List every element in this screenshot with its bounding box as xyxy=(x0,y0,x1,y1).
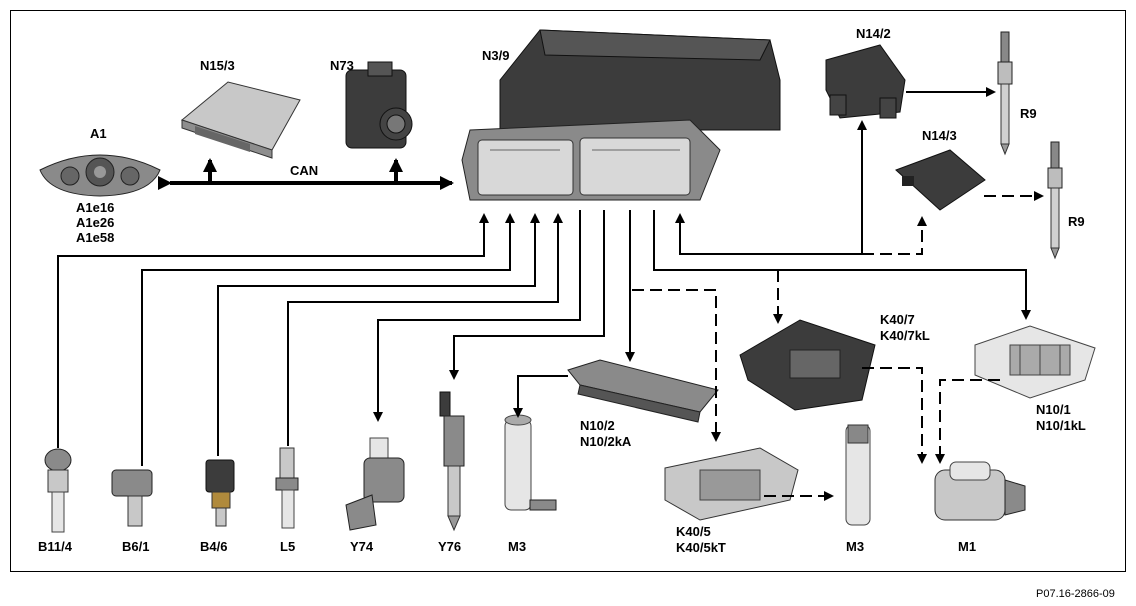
label-m1: M1 xyxy=(958,539,976,554)
sensor-l5 xyxy=(275,447,299,529)
module-n15-3 xyxy=(180,81,301,159)
wire-b6-1 xyxy=(141,213,515,466)
label-k40-7: K40/7 xyxy=(880,312,915,327)
label-a1-variant: A1e16 xyxy=(76,200,114,215)
valve-y74 xyxy=(345,437,405,531)
sam-module-n10-1 xyxy=(974,325,1096,399)
sensor-b6-1 xyxy=(111,469,153,527)
label-n3-9: N3/9 xyxy=(482,48,509,63)
label-n14-2: N14/2 xyxy=(856,26,891,41)
control-unit-n3-9 xyxy=(461,29,781,201)
label-n15-3: N15/3 xyxy=(200,58,235,73)
label-a1-variant: A1e58 xyxy=(76,230,114,245)
injector-y76 xyxy=(439,391,465,532)
label-k40-5: K40/5 xyxy=(676,524,711,539)
sensor-b4-6 xyxy=(205,459,235,527)
label-b11-4: B11/4 xyxy=(38,539,73,554)
label-n10-2-ka: N10/2kA xyxy=(580,434,632,449)
label-m3-left: M3 xyxy=(508,539,526,554)
label-can: CAN xyxy=(290,163,318,178)
ignition-switch-n73 xyxy=(345,61,413,149)
label-n73: N73 xyxy=(330,58,354,73)
wire-l5 xyxy=(287,213,563,446)
dashed-wire-k40-5 xyxy=(632,289,721,442)
label-n10-1: N10/1 xyxy=(1036,402,1071,417)
fuse-box-k40-5 xyxy=(664,447,799,521)
glow-plug-r9-bottom xyxy=(1047,141,1063,260)
wire-n10-1 xyxy=(653,210,1031,320)
figure-id: P07.16-2866-09 xyxy=(1036,588,1115,600)
label-m3-right: M3 xyxy=(846,539,864,554)
label-n14-3: N14/3 xyxy=(922,128,957,143)
dashed-wire-to-n14-3 xyxy=(862,216,927,255)
wire-b11-4 xyxy=(57,213,489,448)
relay-module-k40-7 xyxy=(739,319,876,411)
instrument-cluster-a1 xyxy=(39,154,161,197)
glow-control-n14-2 xyxy=(825,44,906,119)
wire-b4-6 xyxy=(217,213,540,456)
label-y76: Y76 xyxy=(438,539,461,554)
sam-module-n10-2 xyxy=(567,359,719,423)
wire-y74 xyxy=(373,210,581,422)
wire-y76 xyxy=(449,210,605,380)
label-a1: A1 xyxy=(90,126,107,141)
label-n10-2: N10/2 xyxy=(580,418,615,433)
starter-motor-m1 xyxy=(934,461,1026,521)
label-k40-7-kl: K40/7kL xyxy=(880,328,930,343)
pump-m3-right xyxy=(845,424,871,526)
wire-n10-2-to-m3 xyxy=(513,375,568,418)
label-k40-5-kt: K40/5kT xyxy=(676,540,726,555)
pump-m3-left xyxy=(504,414,557,511)
label-r9-bottom: R9 xyxy=(1068,214,1085,229)
label-b4-6: B4/6 xyxy=(200,539,227,554)
label-r9-top: R9 xyxy=(1020,106,1037,121)
label-n10-1-kl: N10/1kL xyxy=(1036,418,1086,433)
glow-control-n14-3 xyxy=(895,149,986,211)
glow-plug-r9-top xyxy=(997,31,1013,156)
dashed-wire-k40-7-to-m1 xyxy=(862,367,927,464)
wire-glow-feedback xyxy=(675,213,862,255)
dashed-wire-n10-1-to-m1 xyxy=(935,379,1000,464)
sensor-b11-4 xyxy=(44,448,72,533)
label-y74: Y74 xyxy=(350,539,374,554)
label-b6-1: B6/1 xyxy=(122,539,149,554)
label-a1-variant: A1e26 xyxy=(76,215,114,230)
label-l5: L5 xyxy=(280,539,295,554)
